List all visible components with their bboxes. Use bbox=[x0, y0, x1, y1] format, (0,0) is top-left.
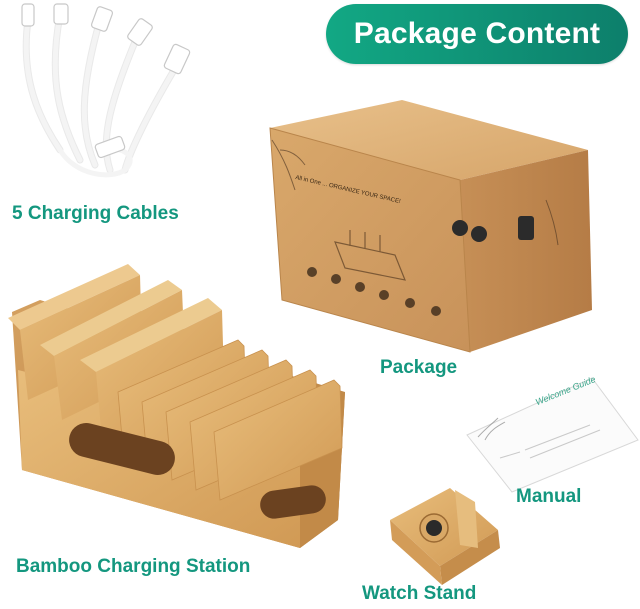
bamboo-station bbox=[8, 264, 345, 548]
label-manual: Manual bbox=[516, 486, 582, 507]
package-box bbox=[269, 100, 592, 353]
label-package: Package bbox=[380, 357, 458, 378]
certification-badges bbox=[452, 216, 534, 242]
station-cutout-left bbox=[69, 423, 175, 475]
box-print-icons bbox=[307, 267, 441, 316]
cable-connectors bbox=[21, 3, 191, 159]
station-cutout-right bbox=[260, 485, 326, 519]
banner-title: Package Content bbox=[353, 17, 601, 50]
box-product-sketch bbox=[334, 230, 406, 281]
package-content-banner: Package Content bbox=[326, 4, 628, 64]
label-station: Bamboo Charging Station bbox=[16, 556, 251, 577]
manual-card bbox=[466, 377, 639, 493]
charging-cables bbox=[22, 11, 184, 178]
label-watch-stand: Watch Stand bbox=[362, 583, 477, 604]
watch-stand bbox=[390, 488, 500, 585]
bamboo-leaf-print bbox=[271, 139, 559, 246]
label-cables: 5 Charging Cables bbox=[12, 203, 179, 224]
